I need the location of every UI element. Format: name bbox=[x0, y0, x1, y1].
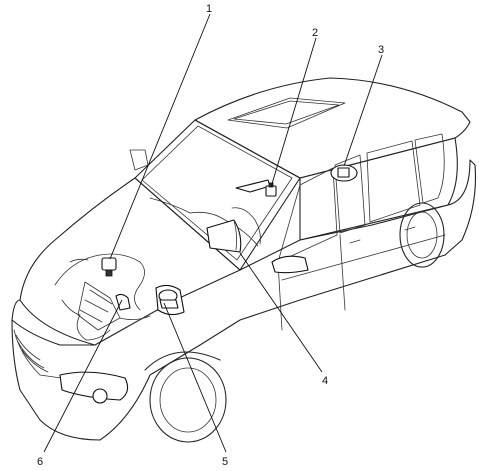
leader-2 bbox=[270, 37, 317, 188]
callout-label-5: 5 bbox=[222, 456, 228, 468]
component-3 bbox=[330, 164, 358, 182]
callout-label-2: 2 bbox=[312, 27, 318, 39]
leader-lines bbox=[43, 13, 383, 453]
car-body bbox=[11, 77, 476, 443]
leader-6 bbox=[43, 299, 123, 453]
engine-bay bbox=[54, 253, 151, 341]
component-4 bbox=[206, 219, 242, 253]
component-1 bbox=[101, 257, 117, 277]
callout-label-3: 3 bbox=[378, 44, 384, 56]
callout-label-4: 4 bbox=[322, 375, 328, 387]
component-5 bbox=[155, 284, 185, 316]
component-6 bbox=[115, 293, 131, 311]
leader-1 bbox=[109, 13, 211, 260]
leader-3 bbox=[343, 54, 383, 167]
callout-label-6: 6 bbox=[37, 456, 43, 468]
leader-4 bbox=[239, 252, 323, 373]
callout-label-1: 1 bbox=[206, 3, 212, 15]
component-2 bbox=[265, 182, 277, 197]
leader-5 bbox=[163, 302, 227, 453]
